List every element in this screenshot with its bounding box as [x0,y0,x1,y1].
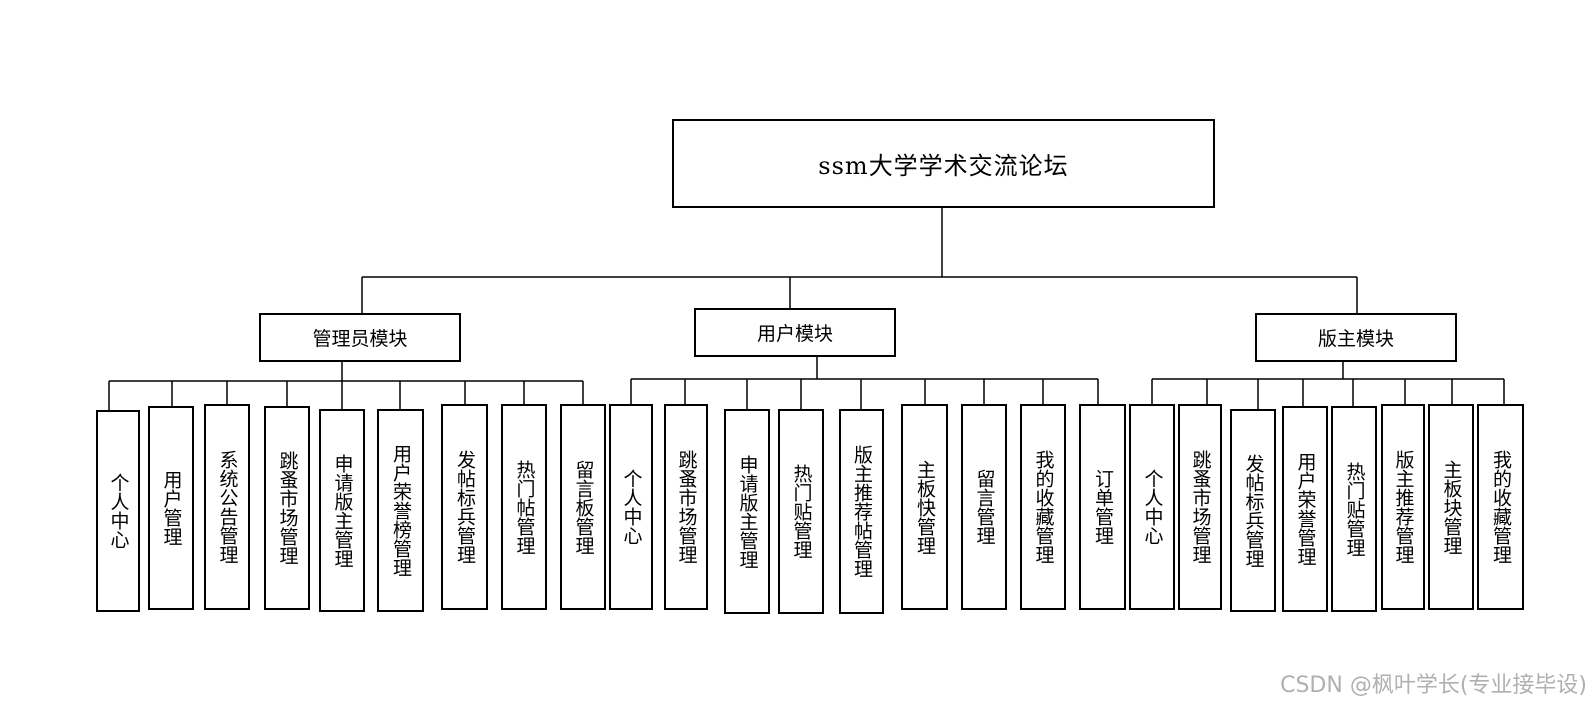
leaf-node: 发帖标兵管理 [1230,409,1276,612]
leaf-node: 热门贴管理 [1331,406,1377,612]
leaf-node: 跳蚤市场管理 [264,406,310,610]
module-admin: 管理员模块 [259,313,461,362]
leaf-node: 热门贴管理 [778,409,824,614]
module-user: 用户模块 [694,308,896,357]
leaf-node: 我的收藏管理 [1477,404,1524,610]
leaf-node: 个人中心 [609,404,653,610]
leaf-node: 留言板管理 [560,404,606,610]
leaf-node: 我的收藏管理 [1020,404,1066,610]
leaf-node: 用户荣誉管理 [1282,406,1328,612]
leaf-node: 申请版主管理 [319,409,365,612]
leaf-node: 系统公告管理 [204,404,250,610]
leaf-node: 个人中心 [1129,404,1175,610]
leaf-node: 个人中心 [96,410,140,612]
leaf-node: 发帖标兵管理 [441,404,488,610]
leaf-node: 跳蚤市场管理 [664,404,708,610]
leaf-node: 版主推荐管理 [1381,404,1425,610]
leaf-node: 主板块管理 [1428,404,1474,610]
leaf-node: 订单管理 [1079,404,1126,610]
leaf-node: 申请版主管理 [724,409,770,614]
leaf-node: 版主推荐帖管理 [839,409,884,614]
watermark: CSDN @枫叶学长(专业接毕设) [1280,673,1587,698]
leaf-node: 用户管理 [148,406,194,610]
leaf-node: 留言管理 [961,404,1007,610]
leaf-node: 热门帖管理 [501,404,547,610]
root-node: ssm大学学术交流论坛 [672,119,1215,208]
leaf-node: 用户荣誉榜管理 [377,409,424,612]
leaf-node: 跳蚤市场管理 [1178,404,1222,610]
leaf-node: 主板快管理 [901,404,948,610]
module-moderator: 版主模块 [1255,313,1457,362]
